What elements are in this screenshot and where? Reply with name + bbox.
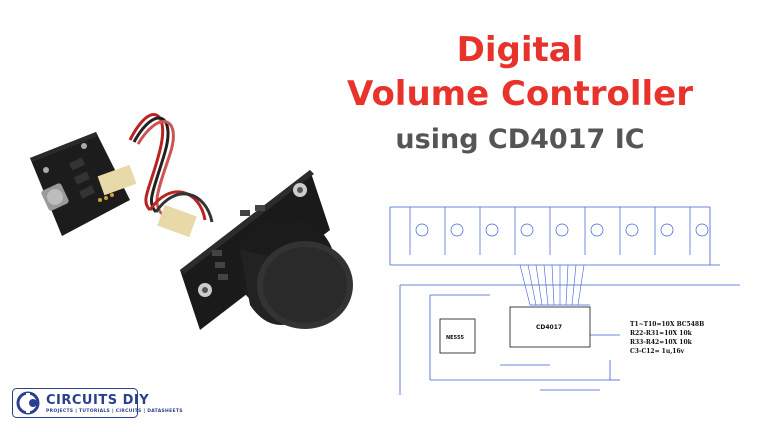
title-line-3: using CD4017 IC (395, 124, 645, 155)
product-photo (30, 113, 353, 330)
title-line-2: Volume Controller (346, 74, 694, 114)
parts-list-item: R33-R42=10X 10k (630, 339, 692, 346)
title-line-1: Digital (456, 30, 584, 70)
wire-harness (97, 113, 214, 238)
logo-brand: CIRCUITS DIY (46, 393, 150, 408)
volume-knob (235, 217, 353, 329)
ic-ne555-label: NE555 (446, 335, 465, 341)
parts-list-item: C3-C12= 1u,16v (630, 348, 685, 355)
ic-cd4017-label: CD4017 (536, 324, 562, 331)
circuits-diy-logo (12, 388, 138, 418)
ic-cd4017 (509, 306, 591, 348)
parts-list-item: T1~T10=10X BC548B (630, 321, 705, 328)
parts-list: T1~T10=10X BC548B R22-R31=10X 10k R33-R4… (630, 320, 704, 356)
circuit-schematic: CD4017 NE555 (389, 206, 740, 395)
breakout-board (30, 132, 130, 236)
ic-ne555 (439, 318, 476, 354)
transistor-stage (409, 207, 709, 255)
parts-list-item: R22-R31=10X 10k (630, 330, 692, 337)
logo-tagline: PROJECTS | TUTORIALS | CIRCUITS | DATASH… (46, 409, 183, 414)
